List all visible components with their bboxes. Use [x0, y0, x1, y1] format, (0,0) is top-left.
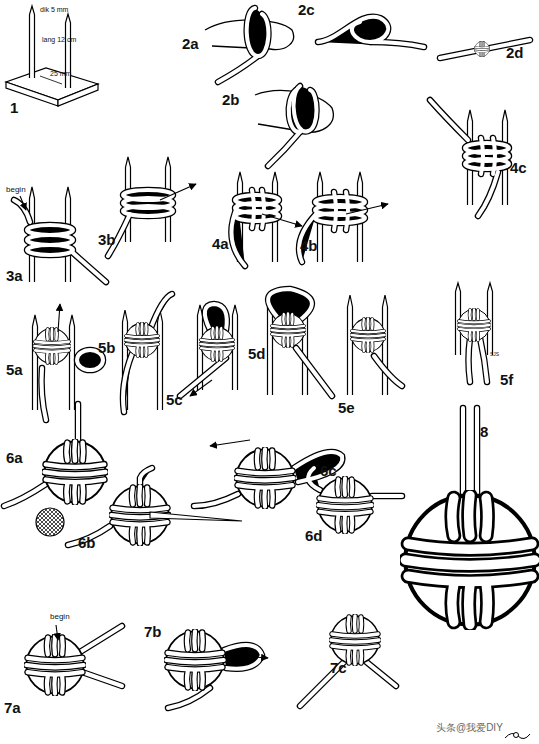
- illustration-part: [56, 625, 58, 640]
- illustration-part: [262, 214, 302, 226]
- illustration-part: [210, 440, 250, 446]
- watermark: 头条@我爱DIY: [436, 722, 503, 733]
- dimension: lang 12 cm: [42, 36, 76, 44]
- callout-number: 5a: [6, 362, 23, 379]
- callout-number: 5e: [338, 400, 355, 417]
- callout-number: 7c: [330, 660, 347, 677]
- callout-number: 2b: [222, 92, 240, 109]
- illustration-part: [200, 327, 233, 360]
- illustration-part: [150, 512, 242, 521]
- callout-number: 8: [480, 424, 488, 441]
- callout-number: 4b: [300, 238, 318, 255]
- callout-number: 4a: [212, 236, 229, 253]
- callout-number: 2a: [182, 36, 199, 53]
- illustration-part: [271, 313, 304, 346]
- illustration-part: [505, 733, 530, 738]
- callout-number: 5c: [166, 392, 183, 409]
- note: begin: [6, 186, 26, 195]
- illustration-part: [30, 6, 35, 78]
- illustration-part: [236, 449, 293, 506]
- illustration-part: [58, 84, 98, 106]
- callout-number: 6a: [6, 450, 23, 467]
- illustration-part: [166, 631, 223, 688]
- callout-number: 3b: [98, 232, 116, 249]
- illustration-part: [20, 196, 26, 210]
- illustration-part: [190, 380, 212, 396]
- callout-number: 5b: [98, 340, 116, 357]
- callout-number: 7b: [144, 624, 162, 641]
- illustration-part: [36, 508, 64, 536]
- end-knot: [505, 733, 530, 739]
- illustration-part: [351, 318, 384, 351]
- illustration-part: [40, 76, 62, 84]
- callout-number: 2d: [506, 45, 524, 62]
- monkey-fist-knot: [26, 42, 534, 694]
- note: begin: [50, 613, 70, 622]
- illustration-part: [475, 42, 490, 57]
- illustration-part: [33, 315, 38, 410]
- callout-number: 6d: [305, 528, 323, 545]
- illustration-part: [58, 304, 60, 332]
- illustration-part: [514, 733, 519, 738]
- dimension: 25 mm: [50, 70, 71, 78]
- illustration-part: [45, 442, 106, 503]
- illustration-part: [383, 295, 388, 395]
- illustration-part: [240, 656, 268, 658]
- direction-arrow: [20, 184, 388, 658]
- dimension: dik 5 mm: [40, 6, 68, 14]
- illustration-part: [318, 478, 372, 532]
- illustration-part: [125, 323, 158, 356]
- callout-number: 5d: [248, 346, 266, 363]
- callout-number: 6c: [320, 463, 337, 480]
- illustration-part: [348, 295, 353, 395]
- illustration-part: [458, 309, 489, 340]
- illustration-part: [70, 315, 75, 410]
- callout-number: 5f: [500, 372, 513, 389]
- illustration-part: [160, 184, 196, 200]
- signature: SJS: [490, 352, 499, 358]
- callout-number: 3a: [6, 268, 23, 285]
- callout-number: 7a: [4, 700, 21, 717]
- callout-number: 1: [10, 100, 18, 117]
- illustration-part: [405, 495, 534, 624]
- illustration-part: [158, 310, 163, 410]
- illustration-part: [331, 616, 379, 664]
- illustration-part: [346, 204, 388, 214]
- pin-board: [6, 6, 98, 106]
- illustration-part: [34, 328, 69, 363]
- needle: [36, 508, 242, 536]
- callout-number: 6b: [78, 535, 96, 552]
- illustration-part: [26, 636, 83, 693]
- callout-number: 4c: [510, 160, 527, 177]
- callout-number: 2c: [298, 2, 315, 19]
